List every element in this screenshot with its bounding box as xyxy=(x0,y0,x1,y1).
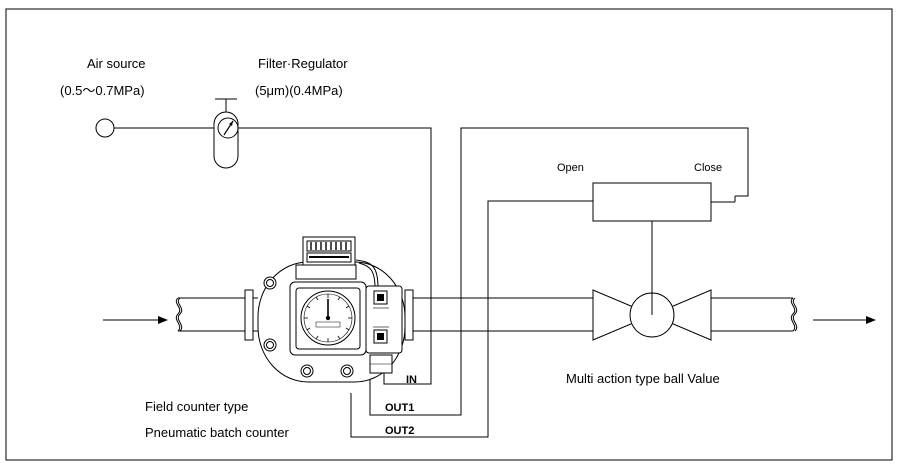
stop-knob-icon xyxy=(373,326,389,344)
out2-line xyxy=(350,200,593,438)
port-in-label: IN xyxy=(406,374,417,386)
actuator-box xyxy=(592,182,712,222)
air-source-pressure: (0.5～0.7MPa) xyxy=(60,83,145,98)
inlet-flow-arrow xyxy=(103,316,168,324)
ball-valve-label: Multi action type ball Value xyxy=(566,371,720,386)
meter-dial-icon xyxy=(300,290,356,346)
pneumatic-batch-label: Pneumatic batch counter xyxy=(145,425,289,440)
air-source-label: Air source xyxy=(87,56,146,71)
reset-knob-icon xyxy=(373,290,389,309)
filter-regulator-symbol xyxy=(213,98,239,169)
field-counter-label: Field counter type xyxy=(145,399,248,414)
close-label: Close xyxy=(694,162,722,174)
open-label: Open xyxy=(557,162,584,174)
port-out1-label: OUT1 xyxy=(385,402,414,414)
ball-valve-symbol xyxy=(592,289,712,341)
diagram-frame xyxy=(5,8,893,461)
outlet-flow-arrow xyxy=(813,316,876,324)
filter-regulator-spec: (5μm)(0.4MPa) xyxy=(255,83,343,98)
port-out2-label: OUT2 xyxy=(385,425,414,437)
pipeline xyxy=(175,289,798,341)
air-source-symbol xyxy=(95,118,115,138)
air-supply-line xyxy=(114,127,432,385)
out1-line xyxy=(369,127,749,416)
filter-regulator-label: Filter·Regulator xyxy=(258,56,348,71)
counter-digits xyxy=(310,242,347,250)
